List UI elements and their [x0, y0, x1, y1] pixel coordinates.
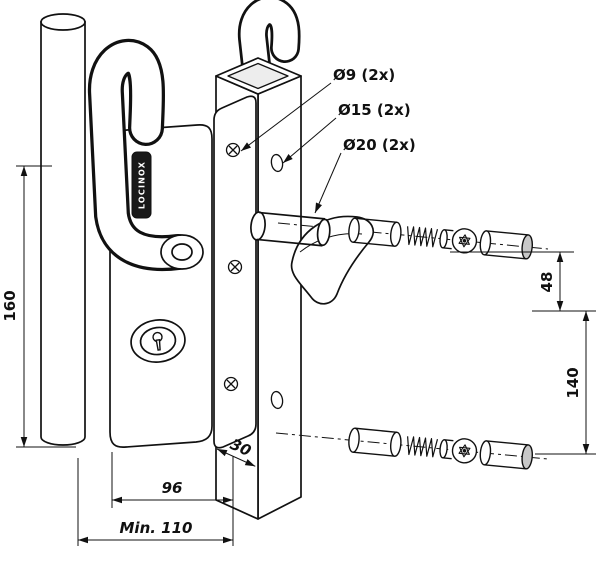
dim-96: 96: [111, 452, 234, 546]
plate-screws: [223, 142, 243, 392]
callout-d9: Ø9 (2x): [240, 66, 395, 152]
plate-screw-middle: [227, 259, 243, 275]
side-holes: [270, 153, 284, 410]
callouts: Ø9 (2x) Ø15 (2x) Ø20 (2x): [240, 66, 416, 214]
dim-48: 48: [450, 251, 596, 312]
callout-d15: Ø15 (2x): [282, 101, 411, 164]
plate-screw-bottom: [223, 376, 239, 392]
callout-d9-label: Ø9 (2x): [333, 66, 395, 84]
screw-assembly-bottom: [347, 427, 535, 470]
dim-min-110-label: Min. 110: [120, 519, 193, 537]
dim-160: 160: [1, 165, 76, 448]
dim-96-label: 96: [162, 479, 183, 497]
dim-min-110: Min. 110: [77, 458, 233, 546]
callout-d9-leader: [240, 82, 332, 152]
round-post: [40, 13, 86, 446]
brand-label: LOCINOX: [138, 161, 147, 209]
rear-handle: [237, 0, 301, 107]
callout-d15-label: Ø15 (2x): [338, 101, 411, 119]
callout-d20-label: Ø20 (2x): [343, 136, 416, 154]
side-hole-top: [270, 153, 284, 173]
callout-d20-leader: [314, 152, 342, 214]
spindle-pin: [250, 211, 331, 247]
brand-plate: LOCINOX: [131, 151, 152, 219]
front-handle: [87, 38, 196, 271]
screw-assembly-top: [347, 217, 535, 260]
callout-d15-leader: [282, 117, 337, 164]
square-tube-opening: [227, 62, 289, 90]
handle-hub: [160, 234, 204, 270]
callout-d20: Ø20 (2x): [314, 136, 416, 214]
thumb-latch: [290, 215, 374, 305]
side-hole-bottom: [270, 390, 284, 410]
dim-140: 140: [535, 311, 596, 455]
key-cylinder: [130, 319, 186, 363]
plate-screw-top: [225, 142, 241, 158]
center-line-bottom: [275, 432, 549, 460]
dim-160-label: 160: [1, 290, 19, 321]
dim-48-label: 48: [538, 272, 556, 293]
square-tube-right-face: [257, 75, 302, 520]
dim-140-label: 140: [564, 367, 582, 398]
